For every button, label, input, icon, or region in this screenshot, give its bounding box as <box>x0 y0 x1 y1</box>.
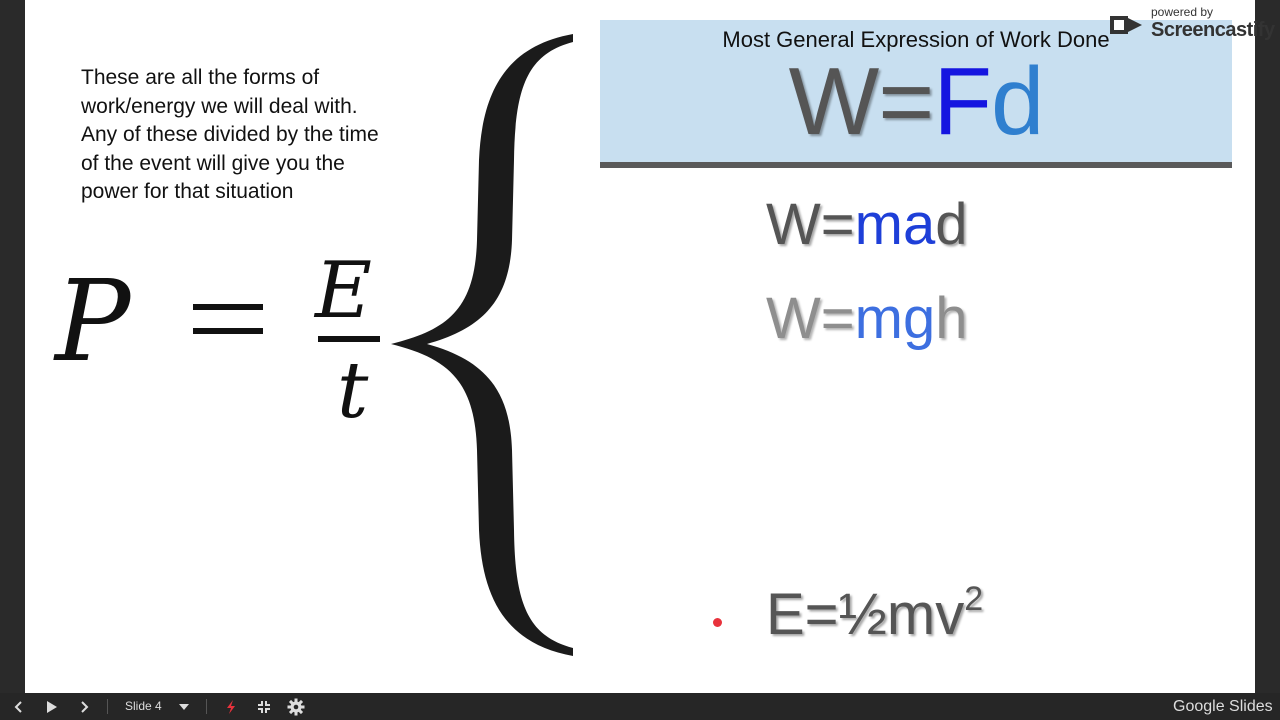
chevron-right-icon <box>81 700 89 713</box>
watermark-powered-by: powered by <box>1151 5 1214 19</box>
slide-selector-label[interactable]: Slide 4 <box>125 699 162 713</box>
laser-pointer-button[interactable] <box>220 693 242 720</box>
equals-symbol: = <box>820 286 855 351</box>
header-box: Most General Expression of Work Done W=F… <box>600 20 1232 162</box>
slide-canvas: These are all the forms of work/energy w… <box>25 0 1255 693</box>
slide-selector-dropdown[interactable] <box>175 693 193 720</box>
screencastify-logo-icon <box>1110 16 1142 34</box>
equals-symbol: = <box>820 192 855 257</box>
next-slide-button[interactable] <box>73 693 95 720</box>
formula-work-mgh: W=mgh <box>766 290 967 348</box>
chevron-left-icon <box>14 700 22 713</box>
header-formula: W=Fd <box>600 54 1232 150</box>
height-symbol: h <box>935 286 968 351</box>
work-symbol: W <box>766 286 821 351</box>
mass-gravity-symbol: mg <box>854 286 936 351</box>
play-button[interactable] <box>41 693 63 720</box>
exit-fullscreen-icon <box>258 700 270 713</box>
watermark-brand: Screencastify <box>1151 19 1275 41</box>
equals-symbol: = <box>878 48 934 155</box>
screencastify-watermark: powered by Screencastify <box>1108 5 1276 45</box>
exit-fullscreen-button[interactable] <box>253 693 275 720</box>
curly-brace <box>391 34 573 656</box>
formula-work-mad: W=mad <box>766 196 967 254</box>
play-icon <box>47 700 57 713</box>
gear-icon <box>287 698 305 715</box>
mass-acceleration-symbol: ma <box>854 192 936 257</box>
toolbar-divider <box>107 699 108 714</box>
intro-text: These are all the forms of work/energy w… <box>81 66 379 203</box>
fraction-bar <box>318 336 380 342</box>
laser-pointer-dot <box>713 618 722 627</box>
presentation-toolbar: Slide 4 Google Slides <box>0 693 1280 720</box>
chevron-down-icon <box>179 703 189 710</box>
equals-sign <box>193 304 263 338</box>
toolbar-divider <box>206 699 207 714</box>
work-symbol: W <box>788 48 880 155</box>
settings-button[interactable] <box>285 693 307 720</box>
laser-pointer-icon <box>227 699 235 714</box>
distance-symbol: d <box>935 192 968 257</box>
left-margin <box>0 0 25 693</box>
time-symbol: t <box>337 346 369 436</box>
work-symbol: W <box>766 192 821 257</box>
kinetic-energy-base: E=½mv <box>766 582 965 647</box>
previous-slide-button[interactable] <box>8 693 30 720</box>
right-margin <box>1255 0 1280 693</box>
google-slides-logo: Google Slides <box>1173 698 1273 715</box>
kinetic-energy-exponent: 2 <box>964 580 984 618</box>
power-symbol: P <box>55 257 131 387</box>
distance-symbol: d <box>990 48 1044 155</box>
force-symbol: F <box>933 48 992 155</box>
header-title: Most General Expression of Work Done <box>722 27 1110 52</box>
energy-symbol: E <box>315 246 372 336</box>
formula-kinetic-energy: E=½mv2 <box>766 582 983 644</box>
